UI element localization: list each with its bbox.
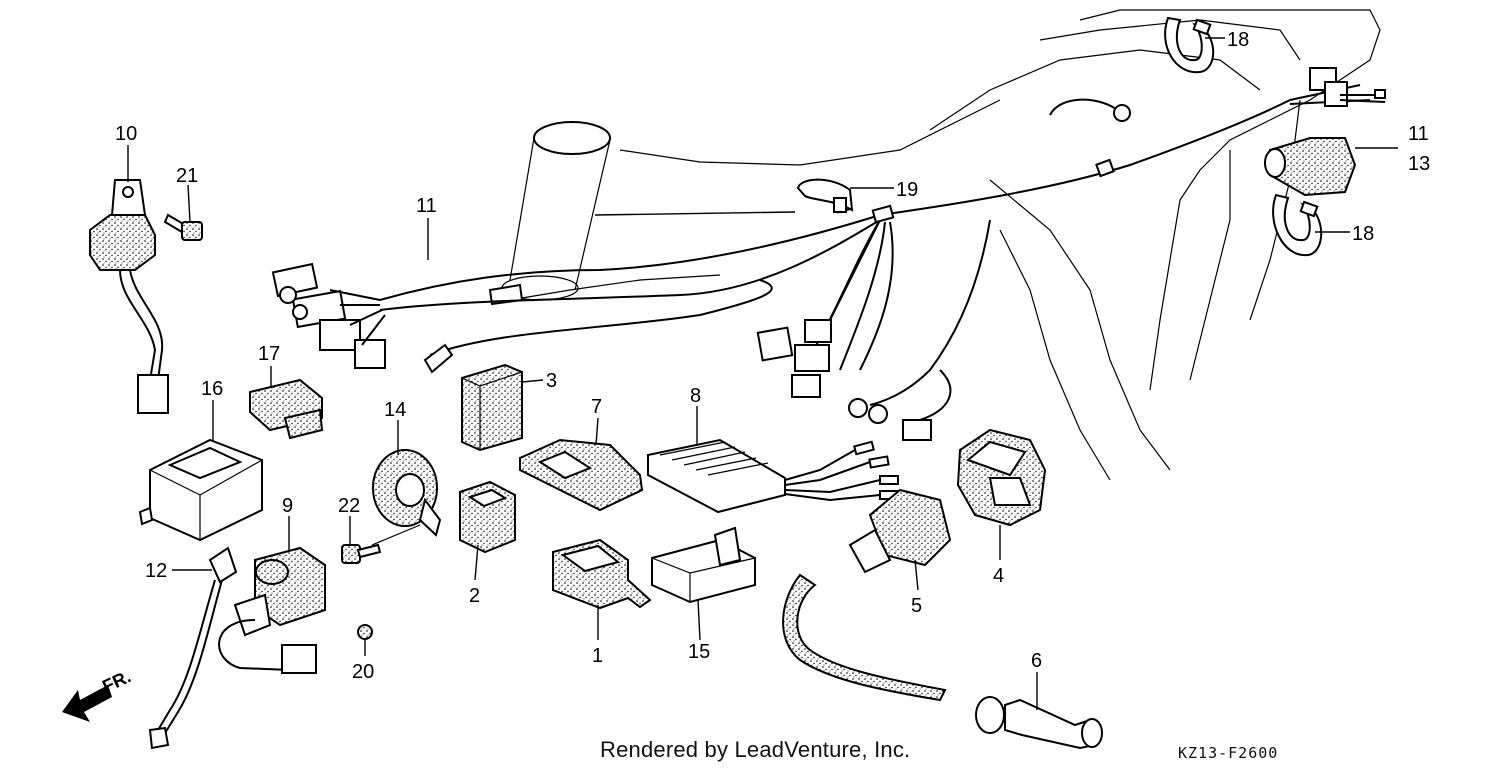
- callout-15: 15: [688, 641, 710, 663]
- part-20-nut: [357, 624, 373, 640]
- callout-16: 16: [201, 378, 223, 400]
- callout-19: 19: [896, 179, 918, 201]
- callout-21: 21: [176, 165, 198, 187]
- part-22-bolt: [341, 543, 382, 564]
- credit-text: Rendered by LeadVenture, Inc.: [600, 737, 911, 762]
- callout-3: 3: [546, 370, 557, 392]
- front-direction-arrow: FR.: [62, 666, 134, 722]
- part-9-ignition-coil: [218, 546, 326, 674]
- callout-8: 8: [690, 385, 701, 407]
- frame-outline: [509, 9, 1381, 481]
- callout-11-right: 11: [1408, 123, 1429, 145]
- callout-18-right: 18: [1352, 223, 1374, 245]
- part-18-clamp-right: [1272, 193, 1323, 257]
- part-13-sleeve: [1264, 137, 1357, 197]
- part-10-relay: [89, 179, 169, 414]
- center-connectors: [756, 319, 932, 441]
- callout-17: 17: [258, 343, 280, 365]
- callout-7: 7: [591, 396, 602, 418]
- part-2-connector-cover: [459, 480, 516, 554]
- callout-10: 10: [115, 123, 137, 145]
- part-1-connector-cover: [552, 538, 652, 610]
- callout-22: 22: [338, 495, 360, 517]
- callout-5: 5: [911, 595, 922, 617]
- part-8-regulator-rectifier: [647, 438, 899, 514]
- callout-labels: 10 21 11 17 16 14 3 7 8 9 22 12 2 1 15 5…: [115, 29, 1430, 683]
- callout-6: 6: [1031, 650, 1042, 672]
- callout-14: 14: [384, 399, 406, 421]
- callout-2: 2: [469, 585, 480, 607]
- part-21-bolt: [163, 213, 203, 241]
- callout-9: 9: [282, 495, 293, 517]
- head-tube: [488, 121, 611, 306]
- part-6-grommet: [975, 696, 1103, 750]
- callout-20: 20: [352, 661, 374, 683]
- leader-lines: [127, 37, 1398, 710]
- diagram-code: KZ13-F2600: [1178, 744, 1279, 762]
- part-7-bracket: [519, 438, 644, 512]
- callout-13: 13: [1408, 153, 1430, 175]
- callout-12: 12: [145, 560, 167, 582]
- part-18-clamp-top: [1164, 16, 1215, 74]
- top-right-connectors: [1309, 67, 1386, 107]
- callout-18-top: 18: [1227, 29, 1249, 51]
- part-4-boot: [956, 428, 1047, 527]
- callout-4: 4: [993, 565, 1004, 587]
- part-17: [249, 378, 324, 440]
- part-19-clamp: [796, 178, 854, 213]
- part-16-flasher: [138, 438, 263, 542]
- left-connector-cluster: [271, 262, 454, 374]
- part-15-control-unit: [651, 526, 756, 604]
- callout-1: 1: [592, 645, 603, 667]
- part-3-cdi-unit: [461, 363, 523, 452]
- part-14-horn: [371, 449, 442, 546]
- callout-11-left: 11: [416, 195, 437, 217]
- part-5-neutral-switch: [782, 488, 952, 702]
- part-12-plug-cap: [148, 546, 238, 750]
